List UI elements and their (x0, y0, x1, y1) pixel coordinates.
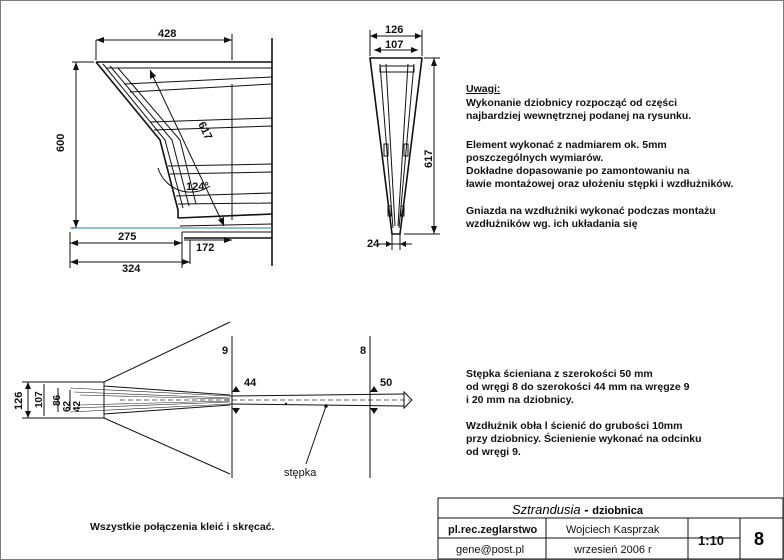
note-line: wzdłużników wg. ich układania się (465, 218, 638, 230)
note-line: i 20 mm na dziobnicy. (466, 394, 574, 406)
keel-plan-view: 9 8 44 50 stępka 126 107 86 62 42 (13, 321, 413, 479)
notes-heading: Uwagi: (466, 83, 500, 95)
note-line: Gniazda na wzdłużniki wykonać podczas mo… (466, 205, 716, 217)
note-line: od wręgi 9. (466, 446, 521, 458)
label-stepka: stępka (284, 467, 317, 479)
dim-617-front: 617 (423, 150, 435, 168)
dim-angle: 124° (186, 181, 209, 193)
title-main: Sztrandusia - dziobnica (512, 502, 644, 517)
dim-324: 324 (122, 263, 141, 275)
title-author: Wojciech Kasprzak (566, 524, 660, 536)
note-line: Wzdłużnik obła l ścienić do grubości 10m… (466, 420, 682, 432)
title-email: gene@post.pl (456, 544, 524, 556)
note-line: ławie montażowej oraz ułożeniu stępki i … (466, 178, 733, 190)
station-8: 8 (360, 345, 366, 357)
note-line: przy dziobnicy. Ścienienie wykonać na od… (466, 432, 702, 445)
note-line: najbardziej wewnętrznej podanej na rysun… (466, 110, 691, 122)
note-line: Dokładne dopasowanie po zamontowaniu na (466, 165, 690, 177)
notes-bottom: Stępka ścieniana z szerokości 50 mm od w… (466, 368, 702, 458)
dim-107-front: 107 (385, 39, 403, 51)
note-line: od wręgi 8 do szerokości 44 mm na wręgze… (466, 381, 690, 393)
dim-44: 44 (244, 377, 257, 389)
note-line: Element wykonać z nadmiarem ok. 5mm (466, 139, 667, 151)
title-scale: 1:10 (698, 533, 724, 548)
dim-428: 428 (158, 28, 176, 40)
title-block: Sztrandusia - dziobnica pl.rec.zeglarstw… (437, 497, 784, 560)
station-9: 9 (222, 345, 228, 357)
dim-275: 275 (118, 231, 136, 243)
stem-side-view: 428 600 617 124° 275 324 172 (55, 28, 273, 275)
stem-front-view: 126 107 617 24 (367, 24, 440, 250)
notes-top: Uwagi: Wykonanie dziobnicy rozpocząć od … (465, 83, 733, 230)
dim-62: 62 (62, 400, 73, 412)
dim-617-diag: 617 (195, 120, 214, 142)
dim-24: 24 (367, 238, 380, 250)
title-site: pl.rec.zeglarstwo (448, 524, 538, 536)
dim-107-plan: 107 (34, 391, 45, 408)
dim-172: 172 (196, 242, 214, 254)
dim-86: 86 (52, 394, 63, 406)
title-date: wrzesień 2006 r (573, 544, 652, 556)
dim-42: 42 (72, 400, 83, 412)
dim-126-plan: 126 (13, 392, 25, 410)
dim-126-front: 126 (385, 24, 403, 36)
note-line: Wykonanie dziobnicy rozpocząć od części (466, 97, 677, 109)
note-line: Stępka ścieniana z szerokości 50 mm (466, 368, 653, 380)
title-sheet-number: 8 (754, 529, 764, 549)
dim-600: 600 (55, 134, 67, 152)
footer-note: Wszystkie połączenia kleić i skręcać. (90, 521, 275, 533)
note-line: poszczególnych wymiarów. (466, 152, 603, 164)
dim-50: 50 (380, 377, 392, 389)
